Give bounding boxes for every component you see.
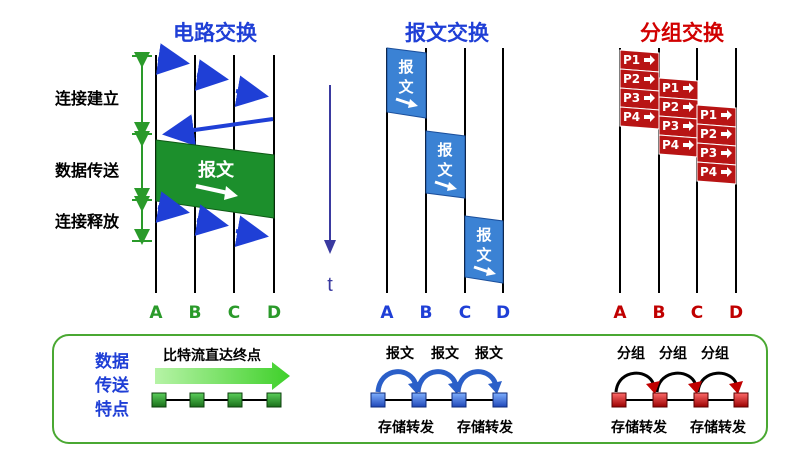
packet-feature-chain [611,392,749,408]
circuit-feature-node [189,392,205,408]
data-transfer-label: 报文 [198,159,235,181]
phase-bracket [132,52,152,245]
packet-label: P4 [623,110,640,124]
message-feature-node [411,392,427,408]
message-node-b: B [420,303,433,323]
packet-arrow-icon [721,148,732,158]
packet-feature-hop-heads [646,381,743,394]
svg-text:文: 文 [437,161,453,179]
packet-feature-caption-1: 分组 [617,345,645,362]
time-axis-label: t [327,274,333,296]
message-block-3: 报 文 [464,215,504,284]
setup-arrows [156,43,274,146]
features-heading-line-3: 特点 [95,399,129,420]
message-store-forward-1: 存储转发 [378,419,435,436]
packet-feature-caption-3: 分组 [701,345,729,362]
packet-node-a: A [613,303,627,323]
packet-label: P3 [700,146,717,160]
packet-store-forward-2: 存储转发 [690,419,747,436]
message-feature-caption-2: 报文 [431,345,460,362]
packet-block [696,161,737,185]
message-node-a: A [380,303,394,323]
release-arrows [155,191,269,248]
packet-switching-title: 分组交换 [640,21,725,45]
packet-arrow-icon [683,83,694,93]
packet-arrow-icon [721,110,732,120]
message-feature-node [492,392,508,408]
message-feature-chain [370,392,508,408]
packet-arrow-icon [721,129,732,139]
packet-arrow-icon [644,93,655,103]
packet-node-b: B [653,303,666,323]
features-panel: 数据 传送 特点 比特流直达终点 报文 报文 报文 [52,334,768,444]
packet-label: P4 [700,165,717,179]
packet-label: P1 [700,108,717,122]
circuit-node-c: C [228,303,240,323]
message-feature-node [370,392,386,408]
features-panel-border [52,334,768,444]
packet-feature-caption-2: 分组 [659,345,687,362]
message-feature-hop-heads [408,381,502,394]
message-block-2: 报 文 [425,130,466,199]
svg-text:文: 文 [476,246,492,264]
message-store-forward-2: 存储转发 [457,419,514,436]
circuit-node-a: A [149,303,163,323]
message-switching-panel: 报 文 报 文 报 文 A B C D [380,47,510,323]
svg-text:报: 报 [398,58,413,76]
packet-feature-node [652,392,668,408]
packet-arrow-icon [683,140,694,150]
packet-label: P3 [623,91,640,105]
data-transfer-arrow [195,184,238,200]
time-axis: t [324,85,336,296]
packet-feature-node [611,392,627,408]
packet-label: P4 [662,138,679,152]
circuit-feature-chain [151,392,282,408]
features-heading-line-1: 数据 [95,351,129,372]
message-node-d: D [496,303,510,323]
phase-release-label: 连接释放 [55,212,120,231]
circuit-switching-title: 电路交换 [173,21,258,45]
packet-feature-node [693,392,709,408]
packet-label: P2 [700,127,717,141]
circuit-node-d: D [267,303,281,323]
bitstream-arrow [155,362,290,390]
svg-text:报: 报 [437,141,452,159]
phase-transfer-label: 数据传送 [55,161,120,180]
circuit-feature-node [227,392,243,408]
features-heading-line-2: 传送 [94,375,130,396]
svg-text:报: 报 [476,226,491,244]
packet-store-forward-1: 存储转发 [611,419,668,436]
message-feature-node [451,392,467,408]
circuit-feature-node [266,392,282,408]
message-feature-caption-3: 报文 [475,345,504,362]
message-switching-title: 报文交换 [405,21,490,45]
packet-node-c: C [691,303,703,323]
packet-label: P2 [662,100,679,114]
packet-arrow-icon [721,167,732,177]
packet-label: P1 [662,81,679,95]
packet-label: P2 [623,72,640,86]
packet-label: P3 [662,119,679,133]
circuit-node-b: B [189,303,202,323]
packet-node-d: D [729,303,743,323]
packet-arrow-icon [644,55,655,65]
packet-label: P1 [623,53,640,67]
packet-arrow-icon [683,102,694,112]
message-node-c: C [459,303,471,323]
svg-text:文: 文 [398,78,414,96]
phase-setup-label: 连接建立 [55,89,119,108]
packet-feature-node [733,392,749,408]
circuit-feature-node [151,392,167,408]
message-feature-caption-1: 报文 [386,345,415,362]
circuit-feature-caption: 比特流直达终点 [163,347,261,364]
circuit-switching-panel: 连接建立 数据传送 连接释放 报文 A B C D [55,43,281,323]
packet-arrow-icon [644,74,655,84]
packet-arrow-icon [644,112,655,122]
packet-arrow-icon [683,121,694,131]
message-block-1: 报 文 [386,47,427,119]
